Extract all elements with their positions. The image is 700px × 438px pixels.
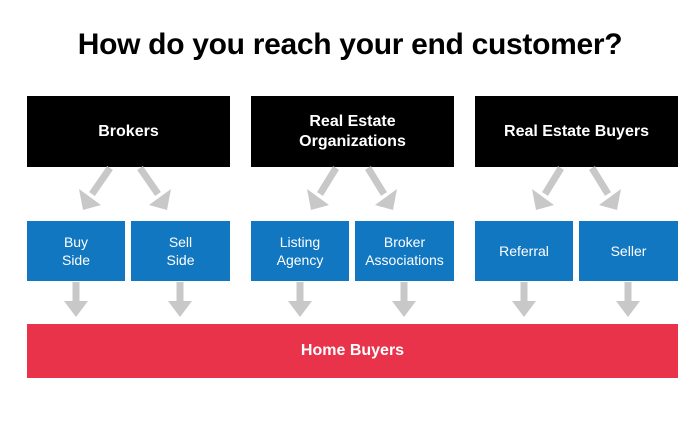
box-broker-associations: Broker Associations xyxy=(355,221,454,281)
arrow-sell-side-to-home-buyers xyxy=(168,282,192,317)
box-sell-side: Sell Side xyxy=(131,221,230,281)
box-broker-associations-label: Broker Associations xyxy=(365,234,444,268)
arrow-seller-to-home-buyers xyxy=(616,282,640,317)
arrow-organizations-to-listing-agency xyxy=(307,166,339,210)
arrow-buyers-to-seller xyxy=(589,166,621,210)
page-title: How do you reach your end customer? xyxy=(77,28,623,61)
box-buy-side-label: Buy Side xyxy=(61,234,91,268)
box-brokers-label: Brokers xyxy=(98,122,159,140)
arrow-brokers-to-buy-side xyxy=(79,166,113,210)
box-home-buyers-label: Home Buyers xyxy=(300,342,405,359)
box-referral-label: Referral xyxy=(499,243,549,259)
arrow-buy-side-to-home-buyers xyxy=(64,282,88,317)
box-real-estate-organizations: Real Estate Organizations xyxy=(251,96,454,167)
box-brokers: Brokers xyxy=(27,96,230,167)
box-seller: Seller xyxy=(579,221,678,281)
box-seller-label: Seller xyxy=(610,243,647,259)
arrow-referral-to-home-buyers xyxy=(512,282,536,317)
box-home-buyers: Home Buyers xyxy=(27,324,678,378)
box-sell-side-label: Sell Side xyxy=(166,234,195,268)
arrow-brokers-to-sell-side xyxy=(137,166,171,210)
arrow-broker-associations-to-home-buyers xyxy=(392,282,416,317)
box-real-estate-buyers-label: Real Estate Buyers xyxy=(504,122,649,140)
box-referral: Referral xyxy=(475,221,573,281)
box-listing-agency-label: Listing Agency xyxy=(276,234,324,268)
arrow-organizations-to-broker-associations xyxy=(365,166,397,210)
arrow-buyers-to-referral xyxy=(532,166,564,210)
box-buy-side: Buy Side xyxy=(27,221,125,281)
box-listing-agency: Listing Agency xyxy=(251,221,349,281)
box-real-estate-buyers: Real Estate Buyers xyxy=(475,96,678,167)
box-real-estate-organizations-label: Real Estate Organizations xyxy=(299,112,406,150)
arrow-listing-agency-to-home-buyers xyxy=(288,282,312,317)
